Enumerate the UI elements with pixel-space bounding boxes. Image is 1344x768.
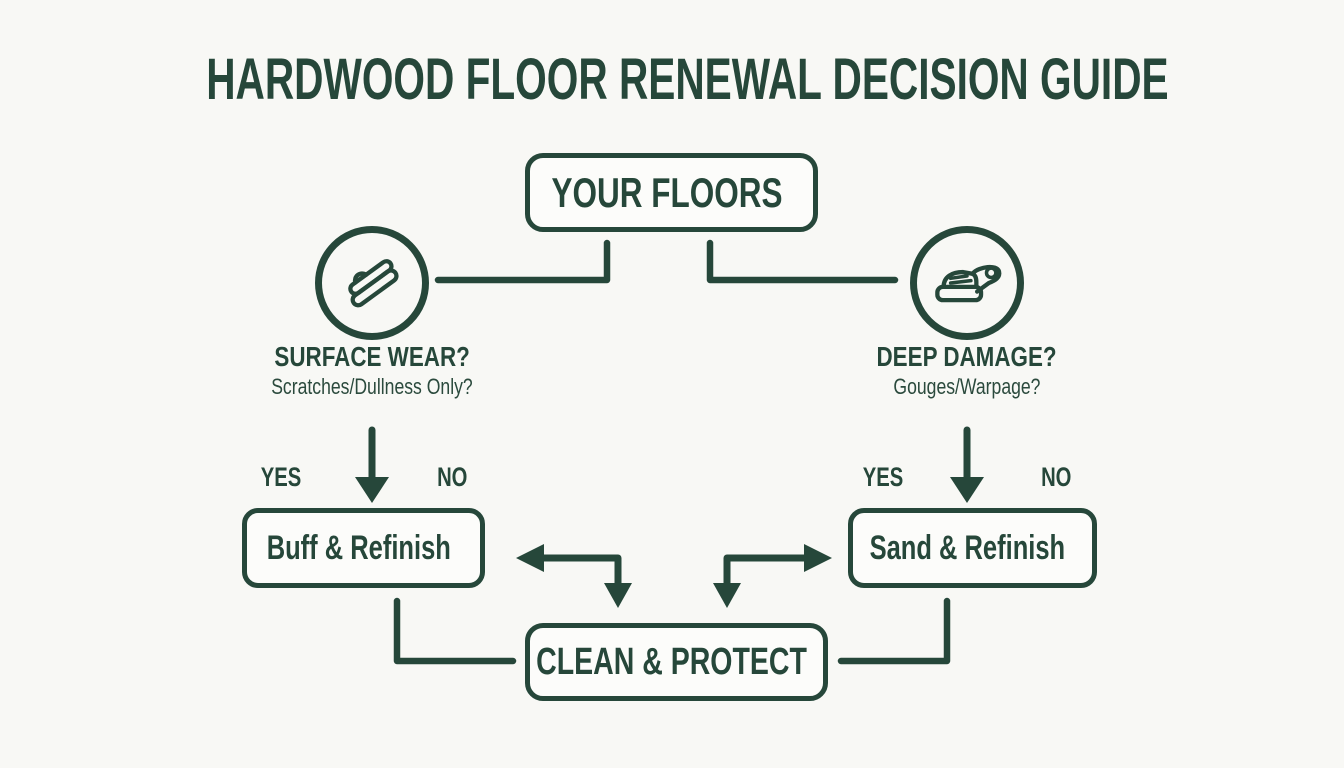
question-surface-wear-detail: Scratches/Dullness Only? — [271, 374, 473, 400]
wire-buff-to-clean — [393, 597, 517, 665]
question-deep-damage: DEEP DAMAGE? Gouges/Warpage? — [817, 341, 1117, 402]
arrow-buff-and-clean — [516, 544, 632, 608]
question-surface-wear-title: SURFACE WEAR? — [274, 341, 470, 372]
buffer-pad-icon — [315, 226, 429, 340]
wire-root-to-right-circle — [706, 239, 899, 284]
question-surface-wear: SURFACE WEAR? Scratches/Dullness Only? — [222, 341, 522, 402]
label-left-no: NO — [436, 462, 468, 492]
node-clean-protect-label: CLEAN & PROTECT — [536, 641, 807, 683]
node-sand-refinish: Sand & Refinish — [848, 508, 1097, 588]
node-sand-refinish-label: Sand & Refinish — [869, 529, 1066, 567]
wire-root-to-left-circle — [434, 239, 611, 284]
node-your-floors-label: YOUR FLOORS — [551, 168, 783, 216]
label-right-yes: YES — [862, 462, 904, 492]
sander-icon — [910, 226, 1024, 340]
label-left-yes: YES — [260, 462, 302, 492]
question-deep-damage-detail: Gouges/Warpage? — [893, 374, 1041, 400]
node-your-floors: YOUR FLOORS ? — [525, 153, 818, 232]
wire-sand-to-clean — [837, 597, 951, 665]
arrow-sand-and-clean — [713, 544, 832, 608]
arrow-left-question-down — [355, 426, 389, 503]
node-buff-refinish-label: Buff & Refinish — [266, 529, 451, 567]
arrow-right-question-down — [950, 426, 984, 503]
page-title: HARDWOOD FLOOR RENEWAL DECISION GUIDE — [206, 47, 1169, 112]
label-right-no: NO — [1040, 462, 1072, 492]
node-clean-protect: CLEAN & PROTECT — [525, 623, 828, 701]
node-buff-refinish: Buff & Refinish — [242, 508, 485, 588]
question-deep-damage-title: DEEP DAMAGE? — [876, 341, 1058, 372]
